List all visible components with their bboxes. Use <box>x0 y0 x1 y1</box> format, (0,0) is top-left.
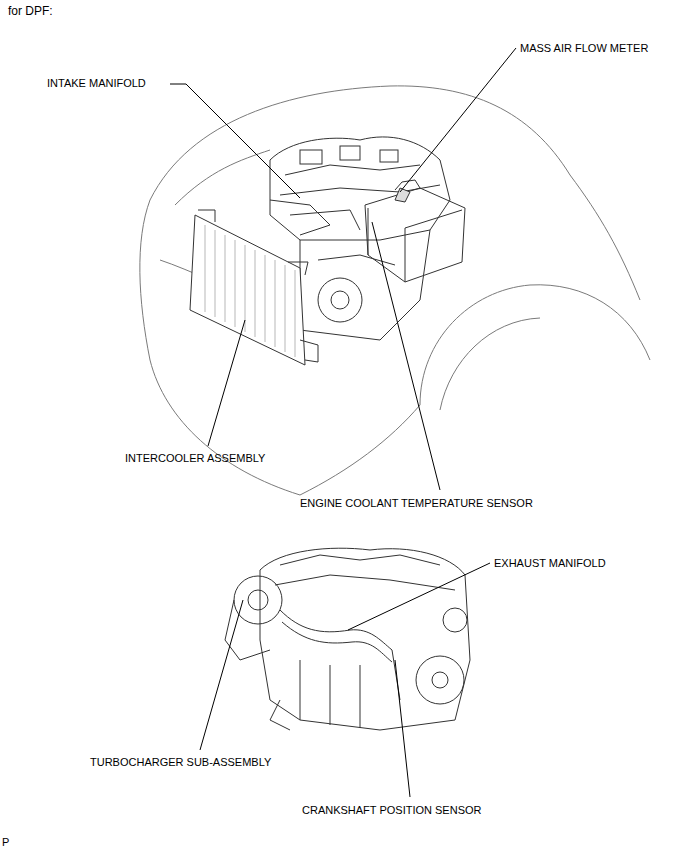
part-label: INTAKE MANIFOLD <box>47 77 146 90</box>
part-label: CRANKSHAFT POSITION SENSOR <box>302 804 482 817</box>
part-label: EXHAUST MANIFOLD <box>494 557 606 570</box>
part-label: MASS AIR FLOW METER <box>520 42 648 55</box>
part-label: ENGINE COOLANT TEMPERATURE SENSOR <box>300 497 533 510</box>
part-label: INTERCOOLER ASSEMBLY <box>125 452 265 465</box>
figure-code: P <box>2 836 9 849</box>
part-label: TURBOCHARGER SUB-ASSEMBLY <box>90 756 271 769</box>
diagram-title: for DPF: <box>8 4 53 18</box>
